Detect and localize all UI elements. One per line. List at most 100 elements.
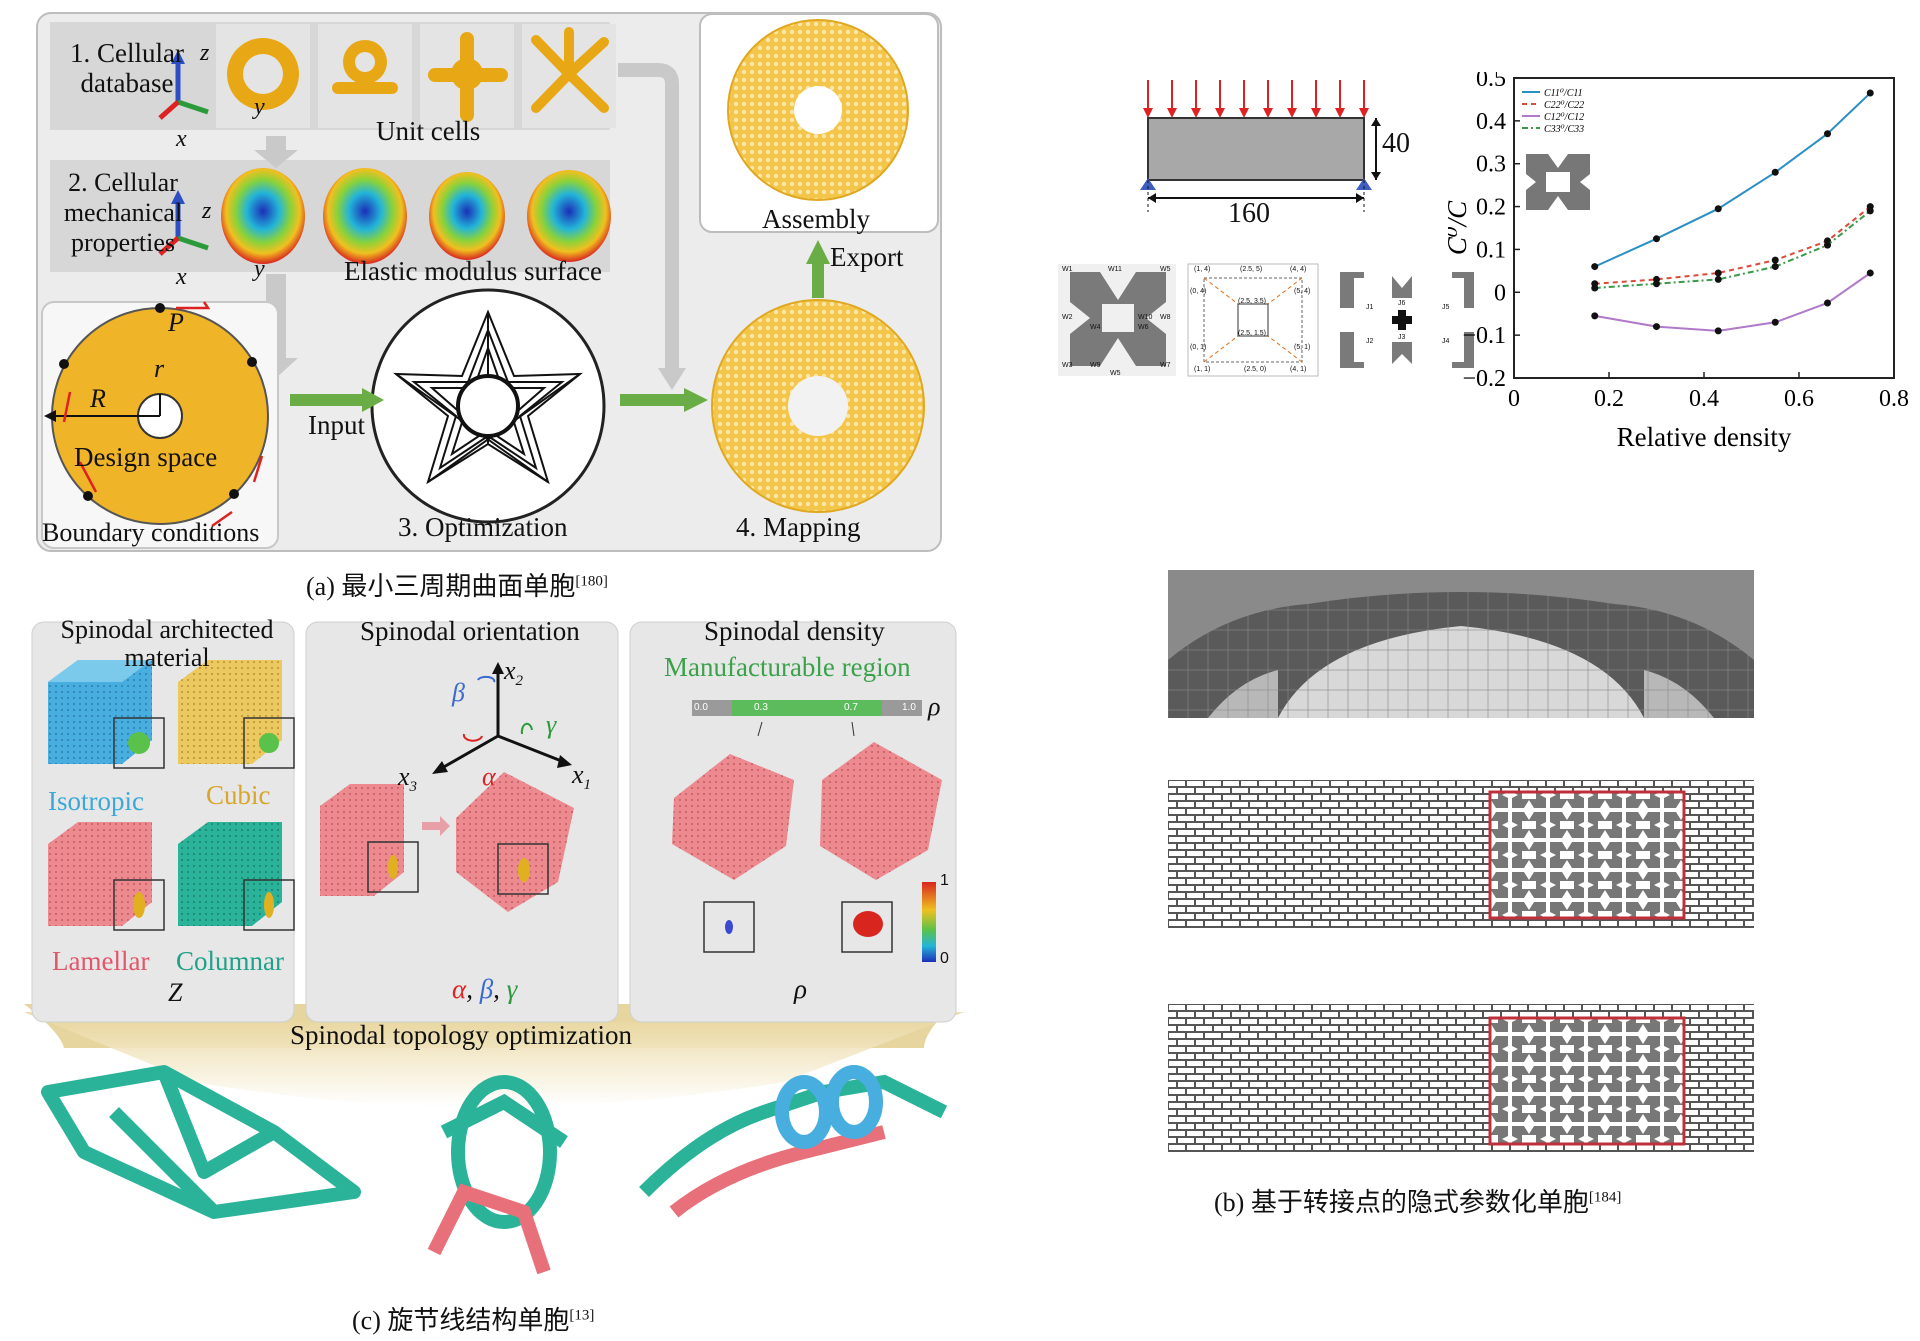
step4-label: 4. Mapping bbox=[736, 512, 861, 542]
density-tick-0: 0.0 bbox=[694, 702, 708, 713]
data-point-3 bbox=[1714, 327, 1722, 335]
data-point-1 bbox=[1591, 263, 1599, 271]
data-point-4 bbox=[1771, 263, 1779, 271]
cell-label-w12: W5 bbox=[1110, 370, 1121, 377]
plot-frame bbox=[1513, 77, 1895, 379]
y-tick-label: −0.1 bbox=[1462, 323, 1506, 349]
data-point-1 bbox=[1771, 168, 1779, 176]
axis-x-label-2: x bbox=[176, 264, 187, 290]
pt-label-44: (4, 4) bbox=[1290, 266, 1307, 273]
cubic-label: Cubic bbox=[206, 780, 271, 810]
x-tick-label: 0.8 bbox=[1879, 386, 1908, 412]
axis-triad-2 bbox=[158, 190, 209, 256]
axis-z-label-2: z bbox=[202, 198, 212, 224]
pt-label-01: (0, 1) bbox=[1190, 344, 1207, 351]
axis-z-label-1: z bbox=[200, 40, 210, 66]
highlight-frame bbox=[1488, 790, 1686, 920]
z-symbol: Z bbox=[168, 978, 183, 1007]
caption-a: (a) 最小三周期曲面单胞[180] bbox=[306, 572, 608, 601]
cell-point-diagram bbox=[1187, 263, 1319, 377]
down-arrow-1 bbox=[254, 136, 298, 168]
cell-label-w7: W7 bbox=[1160, 362, 1171, 369]
x-tick-label: 0.4 bbox=[1689, 386, 1719, 412]
dim-height-label: 40 bbox=[1382, 128, 1410, 159]
cell-label-w5: W5 bbox=[1160, 266, 1171, 273]
beam-rect bbox=[1147, 117, 1365, 181]
alpha-label: α bbox=[482, 762, 496, 791]
orientation-params: α, β, γ bbox=[452, 974, 518, 1004]
j-label-5: J5 bbox=[1442, 304, 1450, 311]
pt-label-54: (5, 4) bbox=[1294, 288, 1311, 295]
pt-label-41: (4, 1) bbox=[1290, 366, 1307, 373]
data-point-2 bbox=[1771, 256, 1779, 264]
data-point-4 bbox=[1714, 275, 1722, 283]
x-axis-label: Relative density bbox=[1617, 422, 1792, 452]
cube-density-2 bbox=[820, 742, 942, 880]
x-tick-label: 0.2 bbox=[1594, 386, 1624, 412]
density-bar bbox=[692, 700, 922, 716]
series-line-4 bbox=[1594, 210, 1871, 289]
structure-bracket-3 bbox=[639, 1065, 948, 1218]
data-point-1 bbox=[1824, 130, 1831, 138]
columnar-label: Columnar bbox=[176, 946, 284, 976]
pt-label-11: (1, 1) bbox=[1194, 366, 1211, 373]
colorbar bbox=[922, 882, 936, 962]
panel-b-density-field bbox=[1168, 570, 1754, 718]
density-tick-1: 0.3 bbox=[754, 702, 768, 713]
cell-label-w2: W2 bbox=[1062, 314, 1073, 321]
axis-y-label-2: y bbox=[254, 256, 265, 282]
label-r: r bbox=[154, 354, 165, 383]
j-label-3: J3 bbox=[1398, 334, 1406, 341]
lamellar-label: Lamellar bbox=[52, 946, 150, 976]
caption-c: (c) 旋节线结构单胞[13] bbox=[352, 1306, 595, 1335]
step3-label: 3. Optimization bbox=[398, 512, 568, 542]
panel-b-lattice-2 bbox=[1168, 1004, 1754, 1152]
colorbar-min: 0 bbox=[940, 950, 949, 967]
data-point-4 bbox=[1591, 284, 1599, 292]
j-label-1: J1 bbox=[1366, 304, 1374, 311]
unit-cells-label: Unit cells bbox=[376, 116, 481, 146]
density-tick-2: 0.7 bbox=[844, 702, 858, 713]
load-arrows bbox=[62, 301, 264, 528]
isotropic-label: Isotropic bbox=[48, 786, 144, 816]
gamma-label: γ bbox=[546, 710, 557, 739]
series-line-1 bbox=[1594, 92, 1871, 268]
density-tick-3: 1.0 bbox=[902, 702, 916, 713]
legend-label-3: C12⁰/C12 bbox=[1544, 112, 1584, 123]
panel-b-lattice-1 bbox=[1168, 780, 1754, 928]
legend-label-1: C11⁰/C11 bbox=[1544, 88, 1583, 99]
data-point-4 bbox=[1653, 280, 1660, 288]
cube-lamellar bbox=[48, 822, 152, 926]
elastic-surface-images bbox=[221, 168, 611, 264]
label-R: R bbox=[90, 384, 106, 413]
data-point-1 bbox=[1866, 89, 1874, 97]
beta-label: β bbox=[452, 678, 465, 707]
cell-label-w1: W1 bbox=[1062, 266, 1073, 273]
caption-b: (b) 基于转接点的隐式参数化单胞[184] bbox=[1214, 1188, 1622, 1217]
j-label-2: J2 bbox=[1366, 338, 1374, 345]
data-point-3 bbox=[1591, 312, 1599, 320]
cell-label-w9: W9 bbox=[1090, 362, 1101, 369]
pt-label-2535: (2.5, 3.5) bbox=[1238, 298, 1267, 305]
elastic-surface-label: Elastic modulus surface bbox=[344, 256, 602, 286]
box3-title: Spinodal density bbox=[704, 616, 885, 646]
panel-b-beam: 40 160 bbox=[1130, 76, 1430, 236]
data-point-4 bbox=[1824, 241, 1831, 249]
cell-label-w4: W4 bbox=[1090, 324, 1101, 331]
pt-label-250: (2.5, 0) bbox=[1244, 366, 1267, 373]
axis-y-label-1: y bbox=[254, 94, 265, 120]
axis-triad-1 bbox=[158, 50, 209, 120]
manufacturable-label: Manufacturable region bbox=[664, 652, 911, 682]
highlight-frame bbox=[1488, 1016, 1686, 1146]
cube-orient-2 bbox=[456, 772, 574, 912]
cube-orient-1 bbox=[320, 784, 404, 896]
cell-label-w3: W3 bbox=[1062, 362, 1073, 369]
dim-length-label: 160 bbox=[1228, 198, 1270, 229]
rho-label-top: ρ bbox=[928, 692, 941, 721]
cube-cubic bbox=[178, 660, 282, 764]
pt-label-2515: (2.5, 1.5) bbox=[1238, 330, 1267, 337]
